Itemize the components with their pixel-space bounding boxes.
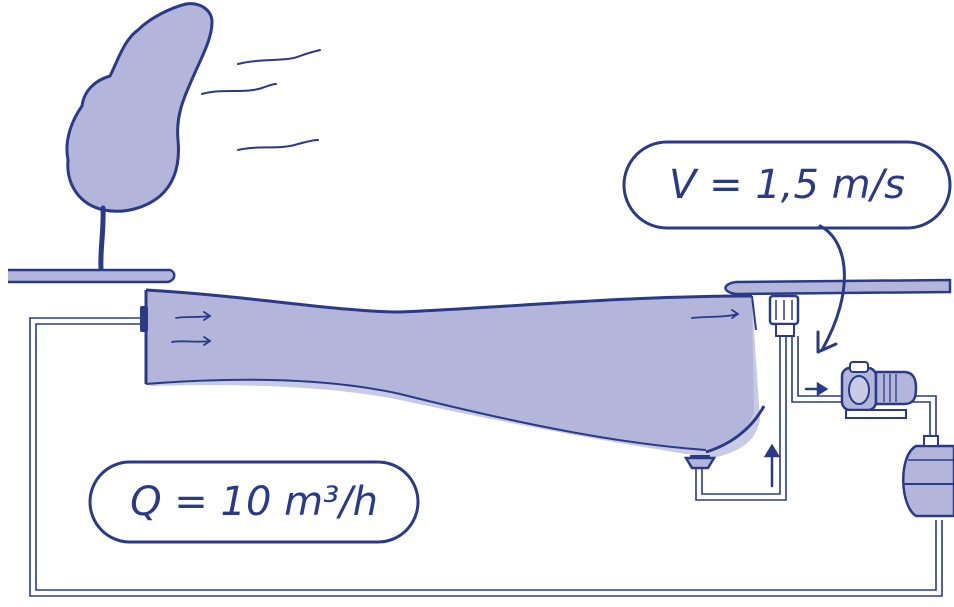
- circulation-pipes: [29, 317, 943, 597]
- skimmer-icon: [768, 294, 800, 337]
- sand-filter-icon: [902, 435, 954, 518]
- flow-callout: Q = 10 m³/h: [88, 460, 420, 544]
- pipe-flow-arrows: [763, 381, 829, 488]
- flow-label: Q = 10 m³/h: [130, 479, 378, 525]
- pump-icon: [840, 361, 918, 419]
- flow-arrows: [171, 309, 740, 346]
- right-deck: [724, 278, 952, 296]
- tree-icon: [65, 2, 214, 271]
- inlet-nozzle-icon: [140, 306, 148, 332]
- wind-lines-icon: [201, 49, 321, 151]
- main-drain-icon: [683, 455, 717, 470]
- velocity-callout: V = 1,5 m/s: [622, 140, 952, 354]
- left-deck: [8, 268, 176, 284]
- pool-water: [144, 288, 766, 458]
- velocity-label: V = 1,5 m/s: [669, 162, 905, 208]
